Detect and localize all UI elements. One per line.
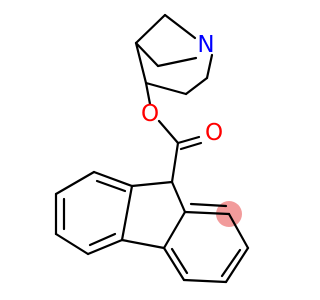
- bond: [86, 238, 124, 256]
- bond: [183, 210, 231, 216]
- bond: [224, 246, 250, 284]
- bond: [170, 247, 189, 275]
- bond: [120, 238, 166, 250]
- bond: [162, 246, 186, 282]
- bond: [156, 56, 198, 68]
- nitrogen-label: N: [197, 32, 214, 58]
- bond: [120, 184, 134, 242]
- bond: [170, 180, 187, 214]
- bond: [184, 76, 209, 96]
- bond: [92, 170, 134, 188]
- bond: [179, 141, 203, 151]
- bond: [205, 53, 214, 80]
- bond: [134, 41, 160, 68]
- ester-oxygen-label: O: [141, 101, 159, 127]
- molecule-diagram: N O O: [0, 0, 300, 300]
- bond: [134, 13, 167, 45]
- bond: [162, 210, 187, 250]
- bond: [176, 135, 201, 145]
- bond: [182, 278, 228, 284]
- diagram-background: [0, 0, 300, 300]
- bond: [88, 232, 117, 247]
- bond: [144, 81, 188, 96]
- bond: [227, 212, 250, 250]
- bond: [220, 248, 242, 278]
- bond: [170, 141, 180, 184]
- bond: [54, 232, 90, 256]
- bond: [144, 81, 152, 106]
- bond: [157, 119, 180, 145]
- bond: [95, 179, 127, 193]
- bond: [130, 180, 174, 188]
- carbonyl-oxygen-label: O: [205, 120, 223, 146]
- bond: [134, 41, 148, 85]
- bond-group: [54, 13, 250, 284]
- bond: [163, 13, 197, 40]
- bond: [189, 202, 228, 208]
- bond: [54, 170, 96, 196]
